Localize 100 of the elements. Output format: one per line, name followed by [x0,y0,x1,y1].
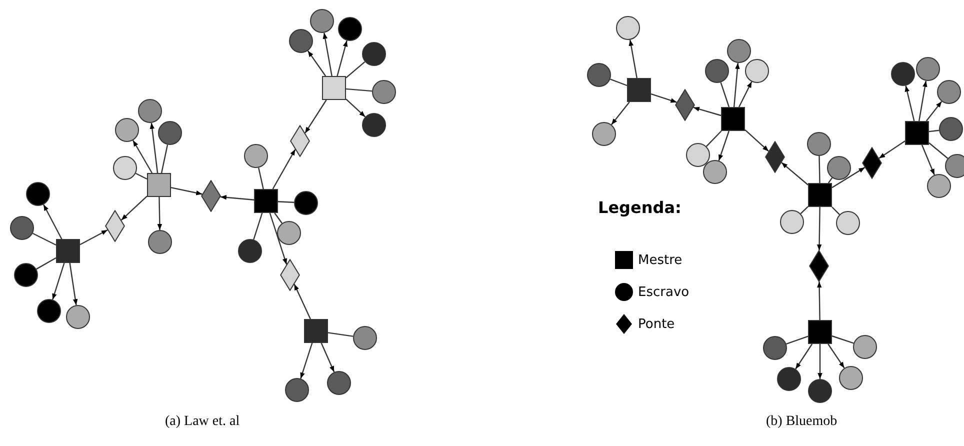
slave-circle [727,39,751,63]
connector-line [921,144,935,176]
slave-circle [310,9,334,33]
slave-circle [839,366,863,390]
connector-line [786,336,808,345]
connector-line [253,212,263,240]
slave-circle [827,156,851,180]
legend-label: Escravo [638,284,690,300]
connector-line [294,284,311,320]
bridge-diamond [809,250,829,282]
connector-line [157,196,162,230]
connector-line [120,196,148,221]
slave-circle [285,378,309,402]
master-square [808,183,832,207]
slave-circle [148,230,172,254]
connector-line [328,332,354,337]
connector-line [43,204,62,240]
legend-label: Mestre [638,252,682,268]
connector-line [80,229,108,246]
slave-circle [705,59,729,83]
bridge-diamond [765,141,785,173]
connector-line [816,282,822,320]
connector-line [150,122,158,174]
connector-line [816,207,822,250]
slave-circle [927,174,951,198]
slave-circle [939,117,963,141]
connector-line [904,86,915,122]
slave-circle [158,121,182,145]
slave-circle [338,17,362,41]
connector-line [733,62,740,108]
connector-line [320,342,335,372]
slave-circle [745,59,769,83]
connector-line [878,140,906,159]
connector-line [706,130,722,147]
slave-circle [763,336,787,360]
legend-heading: Legenda: [598,198,682,217]
master-square [905,121,929,145]
slave-circle [916,57,940,81]
connector-line [693,106,722,116]
connector-line [170,186,202,196]
connector-line [781,162,808,186]
master-square [808,320,832,344]
slave-circle [807,132,831,156]
master-square [627,78,651,102]
slave-circle [780,210,804,234]
connector-line [818,156,820,184]
legend-label: Ponte [638,316,675,332]
connector-line [650,93,677,103]
connector-line [611,102,630,125]
connector-line [928,142,948,159]
bridge-diamond [280,259,300,291]
slave-circle [66,305,90,329]
connector-line [610,78,628,86]
slave-circle [138,99,162,123]
slave-circle [703,160,727,184]
bridge-diamond [105,210,125,242]
slave-circle [353,326,377,350]
connector-line [718,130,730,161]
slave-circle [238,239,262,263]
connector-line [304,100,327,134]
bridge-diamond [862,147,882,179]
connector-line [628,40,638,78]
connector-line [52,262,65,300]
connector-line [720,82,730,108]
master-square [254,189,278,213]
slave-circle [244,144,268,168]
connector-line [307,50,326,76]
connector-line [346,98,366,118]
connector-line [744,129,770,152]
slave-circle [115,118,139,142]
bridge-diamond [675,89,695,121]
slave-circle [277,221,301,245]
slave-circle [891,62,915,86]
master-square [56,239,80,263]
slave-circle [327,371,351,395]
caption-text: (a) Law et. al [165,414,240,430]
connector-line [918,80,928,122]
connector-line [828,177,833,184]
master-square [322,76,346,100]
master-square [147,173,171,197]
connector-line [818,344,822,379]
slave-circle [372,80,396,104]
connector-line [738,81,752,108]
slave-circle [853,335,877,359]
connector-line [132,140,153,174]
connector-line [926,101,942,122]
master-square [304,319,328,343]
master-square [721,107,745,131]
connector-line [832,166,866,188]
connector-line [32,232,56,246]
slave-circle [836,211,860,235]
slave-circle [587,63,611,87]
connector-line [160,144,168,174]
slave-circle [362,42,386,66]
bridge-diamond [201,180,221,212]
slave-circle [37,299,61,323]
slave-circle [362,113,386,137]
connector-line [346,61,366,78]
slave-circle [808,379,832,403]
connector-line [346,88,372,92]
